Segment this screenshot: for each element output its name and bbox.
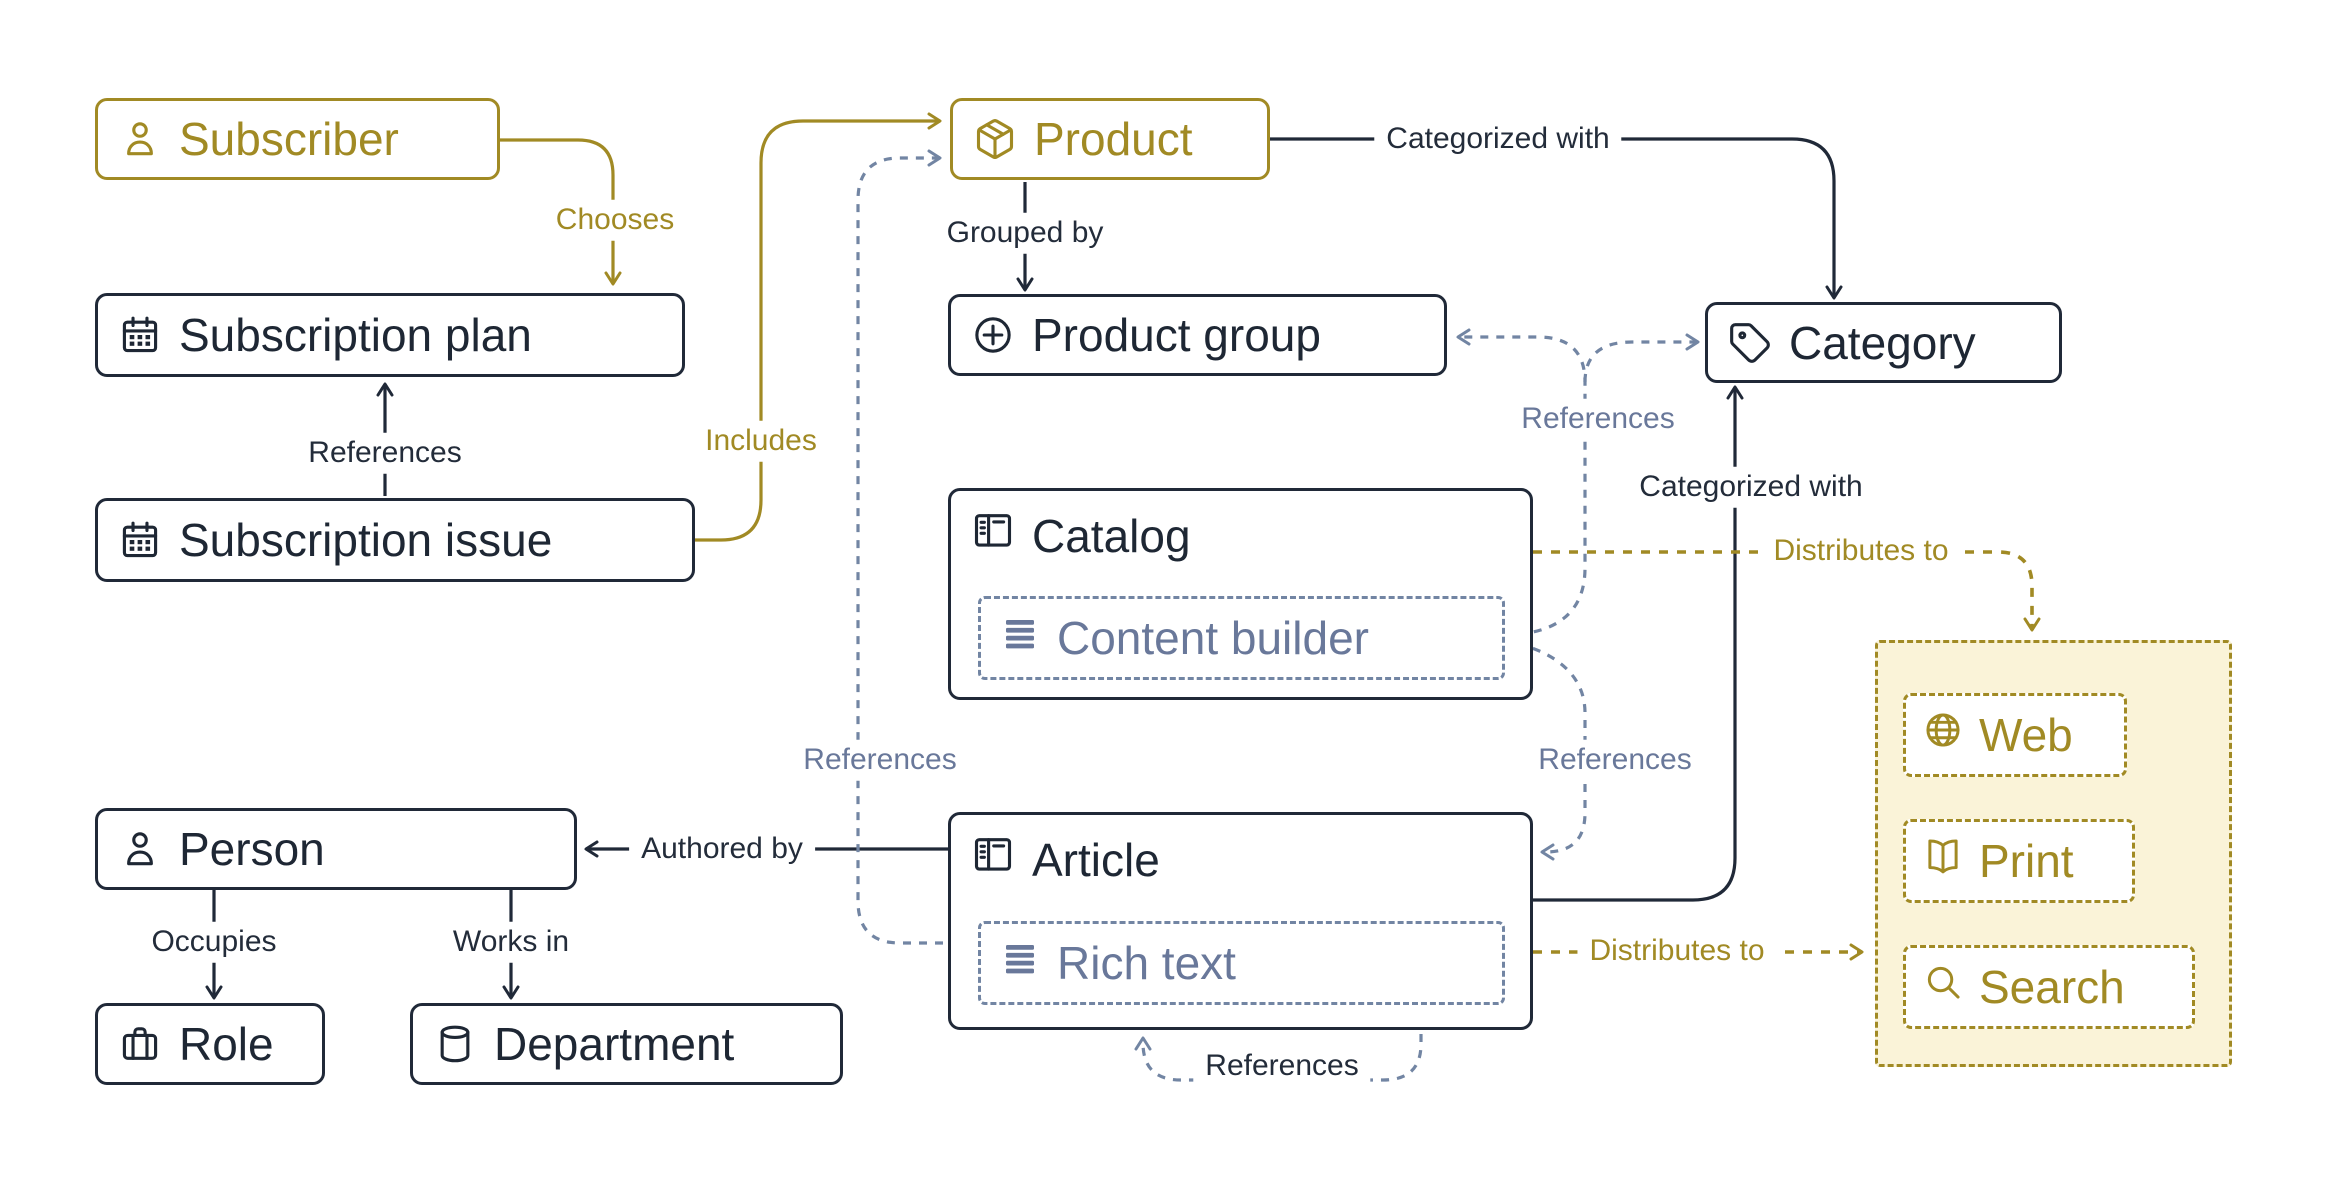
node-subscription-issue[interactable]: Subscription issue [95, 498, 695, 582]
text-lines-icon [999, 936, 1041, 990]
node-subscription-plan[interactable]: Subscription plan [95, 293, 685, 377]
edge-includes [695, 112, 942, 542]
globe-icon [1922, 708, 1964, 762]
edge-categorized-with-right [1533, 385, 1744, 902]
node-catalog[interactable]: Catalog Content builder [948, 488, 1533, 700]
node-article[interactable]: Article Rich text [948, 812, 1533, 1030]
text-lines-icon [999, 611, 1041, 665]
channels-panel[interactable]: Web Print Search [1875, 640, 2232, 1067]
edge-label-distributes-top: Distributes to [1761, 530, 1961, 572]
node-product-group[interactable]: Product group [948, 294, 1447, 376]
node-label: Product group [1032, 309, 1321, 361]
database-icon [433, 1022, 477, 1066]
node-person[interactable]: Person [95, 808, 577, 890]
node-label: Article [1032, 833, 1160, 886]
layout-icon [971, 508, 1015, 563]
calendar-icon [118, 313, 162, 357]
node-label: Rich text [1057, 937, 1236, 989]
node-search[interactable]: Search [1903, 945, 2195, 1029]
edge-label-distributes-bottom: Distributes to [1577, 930, 1777, 972]
briefcase-icon [118, 1022, 162, 1066]
node-label: Role [179, 1018, 274, 1070]
node-label: Print [1979, 835, 2074, 887]
layout-icon [971, 832, 1015, 887]
edge-label-references-plan: References [296, 432, 474, 474]
person-icon [118, 117, 162, 161]
node-label: Catalog [1032, 509, 1191, 562]
node-label: Subscription plan [179, 309, 532, 361]
node-role[interactable]: Role [95, 1003, 325, 1085]
edge-label-includes: Includes [693, 420, 829, 462]
node-label: Department [494, 1018, 735, 1070]
node-label: Category [1789, 316, 1976, 369]
edge-label-occupies: Occupies [139, 921, 289, 963]
node-label: Search [1979, 961, 2125, 1013]
node-label: Subscriber [179, 113, 399, 165]
node-label: Subscription issue [179, 514, 553, 566]
calendar-icon [118, 518, 162, 562]
package-icon [973, 117, 1017, 161]
node-content-builder[interactable]: Content builder [978, 596, 1505, 680]
edge-label-chooses: Chooses [543, 199, 687, 241]
node-print[interactable]: Print [1903, 819, 2135, 903]
search-icon [1922, 960, 1964, 1014]
edge-categorized-with-top [1270, 137, 1843, 300]
edge-label-references-left: References [791, 739, 969, 781]
node-label: Person [179, 823, 325, 875]
edge-label-categorized-with-top: Categorized with [1374, 118, 1622, 160]
person-icon [118, 827, 162, 871]
node-subscriber[interactable]: Subscriber [95, 98, 500, 180]
node-rich-text[interactable]: Rich text [978, 921, 1505, 1005]
edge-label-grouped-by: Grouped by [934, 212, 1116, 254]
edge-references-category [1583, 333, 1700, 383]
edge-label-categorized-with-right: Categorized with [1627, 466, 1875, 508]
edge-label-references-loop: References [1193, 1045, 1371, 1087]
node-product[interactable]: Product [950, 98, 1270, 180]
edge-label-references-right: References [1526, 739, 1704, 781]
node-label: Product [1034, 113, 1193, 165]
node-web[interactable]: Web [1903, 693, 2127, 777]
node-department[interactable]: Department [410, 1003, 843, 1085]
edge-label-authored-by: Authored by [629, 828, 815, 870]
tag-icon [1728, 321, 1772, 365]
node-category[interactable]: Category [1705, 302, 2062, 383]
circle-plus-icon [971, 313, 1015, 357]
node-label: Web [1979, 709, 2073, 761]
node-label: Content builder [1057, 612, 1369, 664]
edge-label-references-top-right: References [1509, 398, 1687, 440]
book-icon [1922, 834, 1964, 888]
edge-label-works-in: Works in [440, 921, 582, 963]
